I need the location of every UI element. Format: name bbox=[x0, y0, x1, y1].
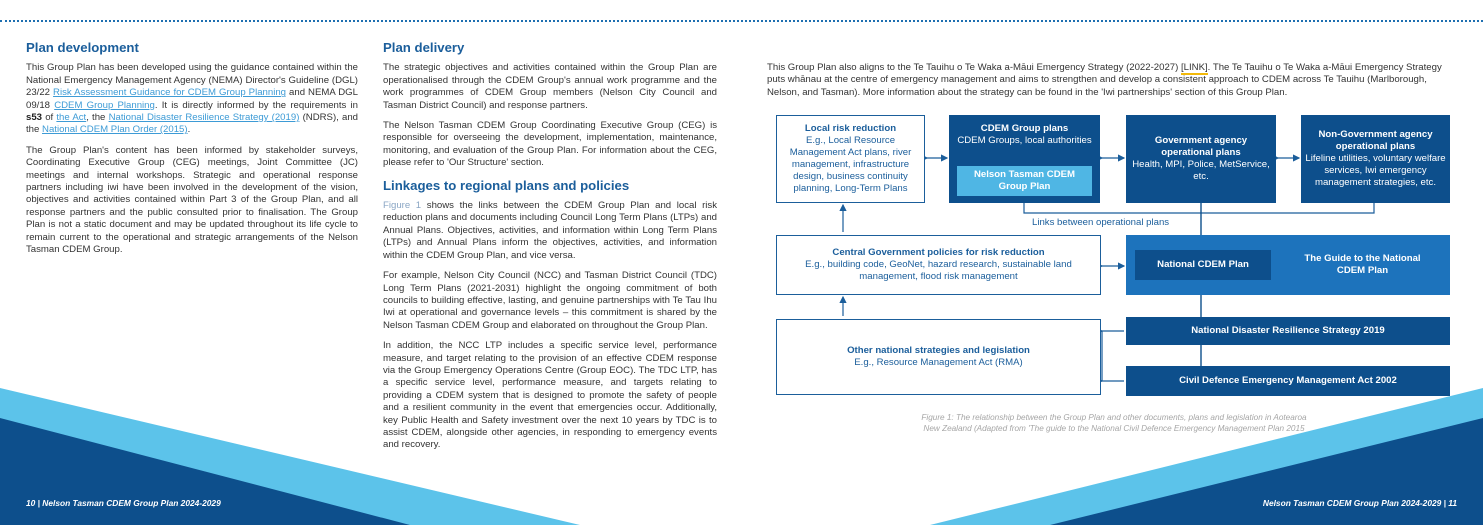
figure-reference[interactable]: Figure 1 bbox=[383, 200, 422, 212]
box-body: E.g., building code, GeoNet, hazard rese… bbox=[805, 259, 1072, 282]
box-body: E.g., Local Resource Management Act plan… bbox=[789, 135, 912, 194]
box-body: E.g., Resource Management Act (RMA) bbox=[854, 357, 1023, 368]
text: . The Te Tauihu o Te Waka a-Māui Emergen… bbox=[767, 62, 1442, 98]
column-plan-delivery: Plan delivery The strategic objectives a… bbox=[383, 40, 717, 460]
paragraph: In addition, the NCC LTP includes a spec… bbox=[383, 340, 717, 451]
figure-caption: Figure 1: The relationship between the G… bbox=[921, 413, 1307, 434]
paragraph: The Group Plan's content has been inform… bbox=[26, 144, 358, 256]
box-other-national-strategies: Other national strategies and legislatio… bbox=[776, 319, 1101, 395]
right-intro: This Group Plan also aligns to the Te Ta… bbox=[767, 62, 1459, 107]
text: This Group Plan has been developed using… bbox=[26, 62, 358, 99]
link-the-act[interactable]: the Act bbox=[56, 112, 87, 124]
text: This Group Plan also aligns to the Te Ta… bbox=[767, 62, 1181, 73]
link-cdem-group-planning[interactable]: CDEM Group Planning bbox=[54, 99, 155, 111]
box-ndrs-2019: National Disaster Resilience Strategy 20… bbox=[1126, 317, 1450, 345]
heading-plan-development: Plan development bbox=[26, 40, 139, 55]
paragraph: For example, Nelson City Council (NCC) a… bbox=[383, 270, 717, 331]
box-nelson-tasman-plan: Nelson Tasman CDEM Group Plan bbox=[957, 166, 1092, 196]
box-title: Local risk reduction bbox=[804, 123, 897, 134]
column-plan-development: Plan development This Group Plan has bee… bbox=[26, 40, 358, 265]
dotted-divider bbox=[0, 20, 1483, 22]
box-cdem-act-2002: Civil Defence Emergency Management Act 2… bbox=[1126, 366, 1450, 396]
paragraph: The Nelson Tasman CDEM Group Coordinatin… bbox=[383, 120, 717, 169]
bold-s53: s53 bbox=[26, 112, 43, 124]
link-strategy[interactable]: [LINK] bbox=[1181, 62, 1208, 75]
box-body: Lifeline utilities, voluntary welfare se… bbox=[1305, 153, 1446, 188]
text: . bbox=[187, 124, 191, 136]
heading-plan-delivery: Plan delivery bbox=[383, 40, 465, 55]
box-body: Health, MPI, Police, MetService, etc. bbox=[1132, 159, 1270, 182]
text: . It is directly informed by the require… bbox=[154, 99, 358, 111]
box-title: Other national strategies and legislatio… bbox=[847, 345, 1030, 356]
box-central-government-policies: Central Government policies for risk red… bbox=[776, 235, 1101, 295]
box-title: CDEM Group plans bbox=[980, 123, 1069, 134]
box-national-cdem-plan: National CDEM Plan bbox=[1135, 250, 1271, 280]
text: and NEMA DGL 09/18 bbox=[26, 87, 358, 111]
footer-left-page: 10 | Nelson Tasman CDEM Group Plan 2024-… bbox=[26, 498, 221, 508]
link-risk-assessment-guidance[interactable]: Risk Assessment Guidance for CDEM Group … bbox=[53, 87, 287, 99]
text: shows the links between the CDEM Group P… bbox=[383, 200, 718, 261]
paragraph: This Group Plan has been developed using… bbox=[26, 62, 358, 136]
link-national-cdem-plan-order[interactable]: National CDEM Plan Order (2015) bbox=[42, 124, 188, 136]
link-ndrs[interactable]: National Disaster Resilience Strategy (2… bbox=[108, 112, 300, 124]
paragraph: The strategic objectives and activities … bbox=[383, 62, 717, 111]
box-title: Government agency operational plans bbox=[1154, 135, 1248, 158]
box-local-risk-reduction: Local risk reduction E.g., Local Resourc… bbox=[776, 115, 925, 203]
text: (NDRS), and the bbox=[26, 112, 358, 136]
box-title: Non-Government agency operational plans bbox=[1318, 129, 1433, 152]
box-body: CDEM Groups, local authorities bbox=[957, 135, 1092, 146]
paragraph: This Group Plan also aligns to the Te Ta… bbox=[767, 62, 1459, 99]
box-guide-national-plan: The Guide to the National CDEM Plan bbox=[1304, 253, 1421, 276]
box-title: Central Government policies for risk red… bbox=[832, 247, 1045, 258]
footer-right-page: Nelson Tasman CDEM Group Plan 2024-2029 … bbox=[1262, 498, 1457, 508]
box-non-government-plans: Non-Government agency operational plans … bbox=[1301, 115, 1450, 203]
heading-linkages: Linkages to regional plans and policies bbox=[383, 177, 630, 193]
box-government-agency-plans: Government agency operational plans Heal… bbox=[1126, 115, 1276, 203]
text: , the bbox=[86, 112, 109, 124]
paragraph: Figure 1 shows the links between the CDE… bbox=[383, 200, 717, 262]
text: of bbox=[42, 112, 57, 124]
label-links-between-plans: Links between operational plans bbox=[1032, 217, 1170, 228]
